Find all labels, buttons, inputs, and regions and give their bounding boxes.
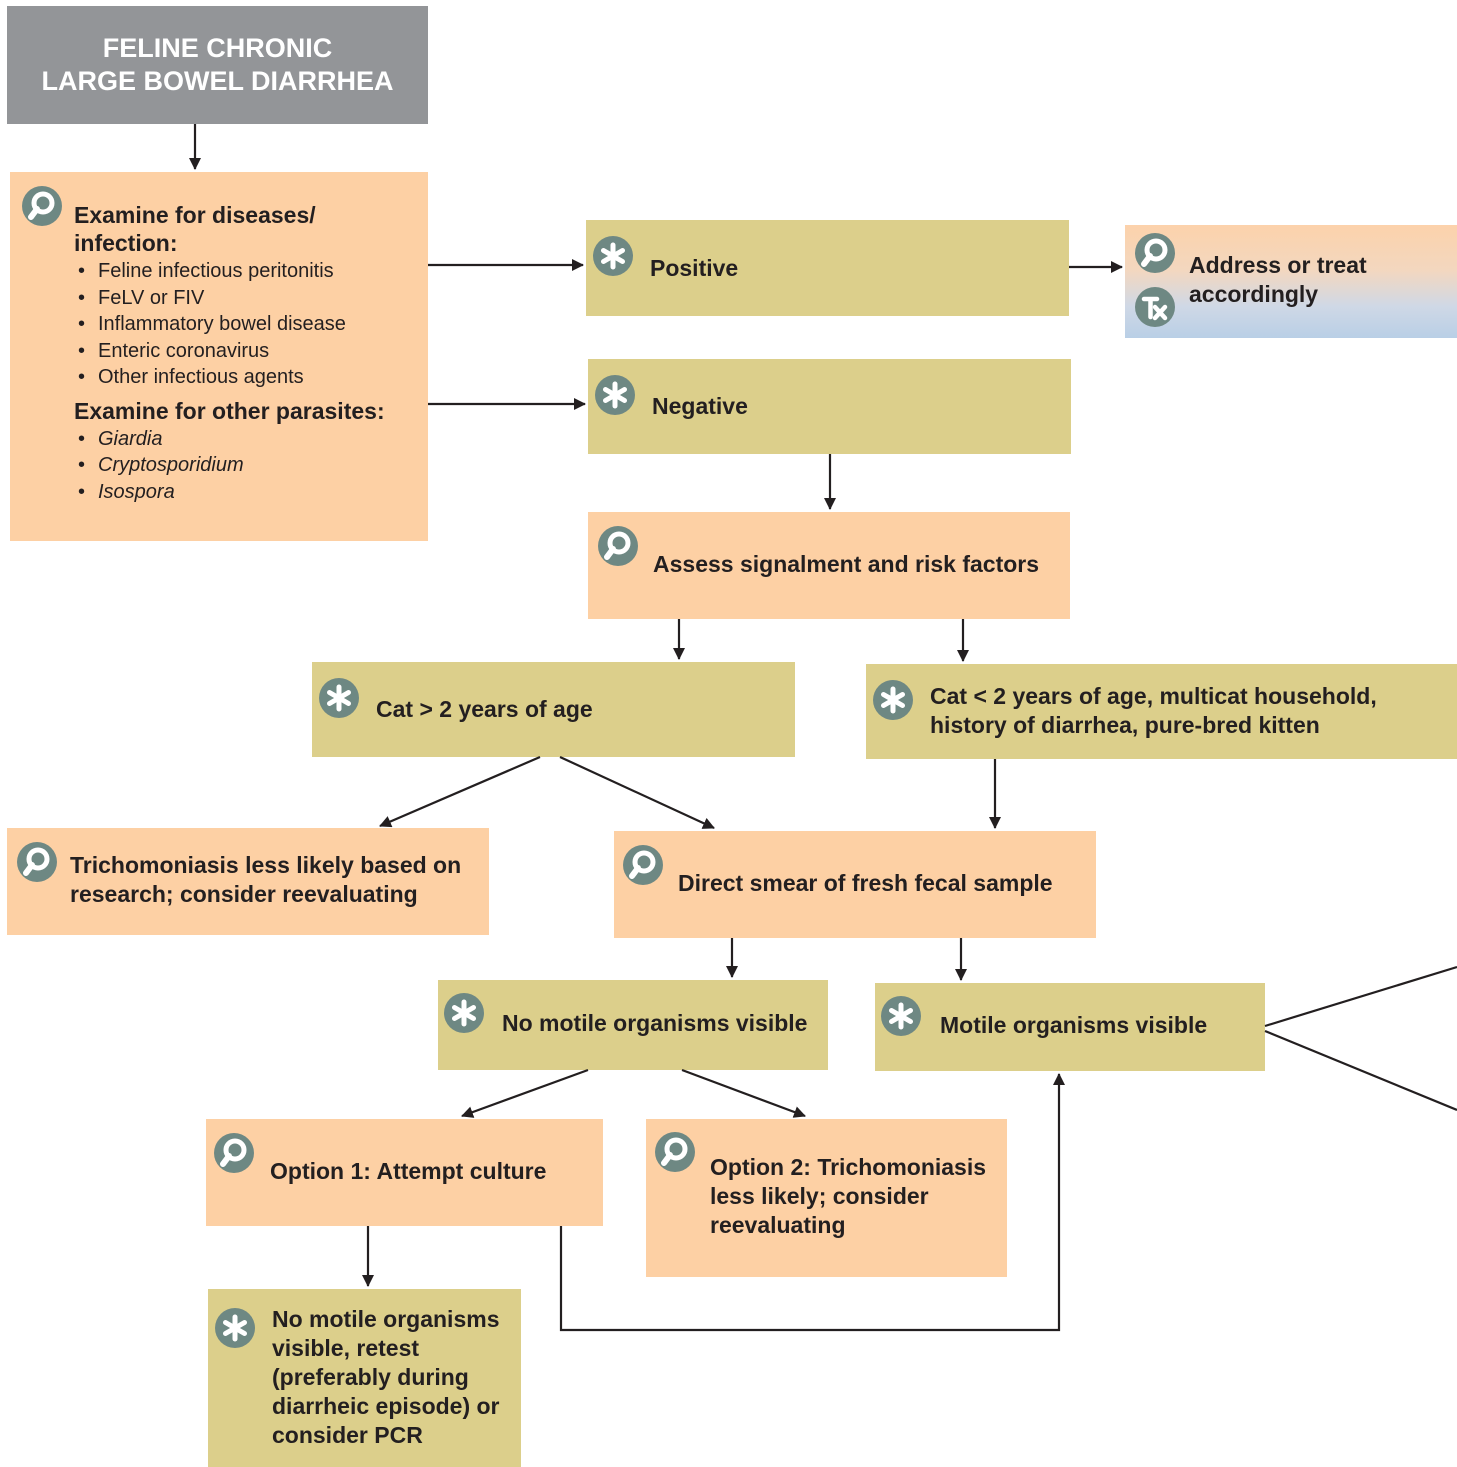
tx-icon bbox=[1135, 287, 1175, 327]
option2-label: Option 2: Trichomoniasis less likely; co… bbox=[710, 1154, 987, 1238]
motile-box: Motile organisms visible bbox=[875, 983, 1265, 1071]
magnifier-icon bbox=[623, 845, 663, 885]
list-item: Feline infectious peritonitis bbox=[74, 258, 419, 285]
positive-label: Positive bbox=[650, 254, 739, 281]
title-box: FELINE CHRONIC LARGE BOWEL DIARRHEA bbox=[7, 6, 428, 124]
arrow-no-motile-to-option1 bbox=[461, 1068, 589, 1118]
asterisk-icon bbox=[319, 678, 359, 718]
option1-label: Option 1: Attempt culture bbox=[270, 1157, 547, 1184]
title-line-1: FELINE CHRONIC bbox=[102, 33, 333, 63]
examine-diseases-heading: Examine for diseases/ infection: bbox=[74, 202, 316, 256]
disease-list: Feline infectious peritonitis FeLV or FI… bbox=[74, 258, 419, 391]
direct-smear-box: Direct smear of fresh fecal sample bbox=[614, 831, 1096, 938]
assess-label: Assess signalment and risk factors bbox=[653, 551, 1040, 577]
treatment-box: Address or treat accordingly bbox=[1125, 225, 1457, 338]
examine-box: Examine for diseases/ infection: Feline … bbox=[10, 172, 428, 541]
examine-parasites-heading: Examine for other parasites: bbox=[74, 397, 385, 424]
arrow-cat-over-2-to-tricho-less bbox=[379, 755, 541, 828]
connector-motile-out-upper bbox=[1264, 965, 1457, 1028]
magnifier-icon bbox=[22, 186, 62, 226]
assess-box: Assess signalment and risk factors bbox=[588, 512, 1070, 619]
list-item: Enteric coronavirus bbox=[74, 338, 419, 365]
option1-box: Option 1: Attempt culture bbox=[206, 1119, 603, 1226]
title-line-2: LARGE BOWEL DIARRHEA bbox=[41, 66, 394, 96]
magnifier-icon bbox=[598, 526, 638, 566]
connector-motile-out-lower bbox=[1264, 1029, 1457, 1112]
asterisk-icon bbox=[873, 680, 913, 720]
asterisk-icon bbox=[593, 236, 633, 276]
cat-over-2-box: Cat > 2 years of age bbox=[312, 662, 795, 757]
treatment-label: Address or treat accordingly bbox=[1189, 252, 1367, 307]
parasite-list: Giardia Cryptosporidium Isospora bbox=[74, 426, 419, 506]
cat-under-2-label: Cat < 2 years of age, multicat household… bbox=[930, 683, 1377, 738]
list-item: Inflammatory bowel disease bbox=[74, 311, 419, 338]
magnifier-icon bbox=[655, 1132, 695, 1172]
list-item: Isospora bbox=[74, 479, 419, 506]
asterisk-icon bbox=[215, 1308, 255, 1348]
list-item: Other infectious agents bbox=[74, 364, 419, 391]
asterisk-icon bbox=[444, 993, 484, 1033]
positive-box: Positive bbox=[586, 220, 1069, 316]
list-item: Giardia bbox=[74, 426, 419, 453]
cat-over-2-label: Cat > 2 years of age bbox=[376, 696, 593, 722]
tricho-less-box: Trichomoniasis less likely based on rese… bbox=[7, 828, 489, 935]
tricho-less-label: Trichomoniasis less likely based on rese… bbox=[70, 852, 462, 907]
negative-label: Negative bbox=[652, 393, 748, 419]
negative-box: Negative bbox=[588, 359, 1071, 454]
list-item: Cryptosporidium bbox=[74, 452, 419, 479]
list-item: FeLV or FIV bbox=[74, 285, 419, 312]
option2-box: Option 2: Trichomoniasis less likely; co… bbox=[646, 1119, 1007, 1277]
direct-smear-label: Direct smear of fresh fecal sample bbox=[678, 870, 1053, 896]
arrow-cat-over-2-to-direct-smear bbox=[559, 756, 715, 829]
motile-label: Motile organisms visible bbox=[940, 1011, 1208, 1038]
retest-label: No motile organisms visible, retest (pre… bbox=[272, 1306, 500, 1448]
magnifier-icon bbox=[1135, 233, 1175, 273]
retest-box: No motile organisms visible, retest (pre… bbox=[208, 1289, 521, 1467]
no-motile-box: No motile organisms visible bbox=[438, 980, 828, 1070]
asterisk-icon bbox=[595, 375, 635, 415]
magnifier-icon bbox=[17, 842, 57, 882]
arrow-option1-to-motile bbox=[559, 1073, 1065, 1332]
magnifier-icon bbox=[214, 1133, 254, 1173]
arrow-no-motile-to-option2 bbox=[681, 1068, 806, 1118]
cat-under-2-box: Cat < 2 years of age, multicat household… bbox=[866, 664, 1457, 759]
asterisk-icon bbox=[881, 996, 921, 1036]
no-motile-label: No motile organisms visible bbox=[502, 1009, 808, 1036]
